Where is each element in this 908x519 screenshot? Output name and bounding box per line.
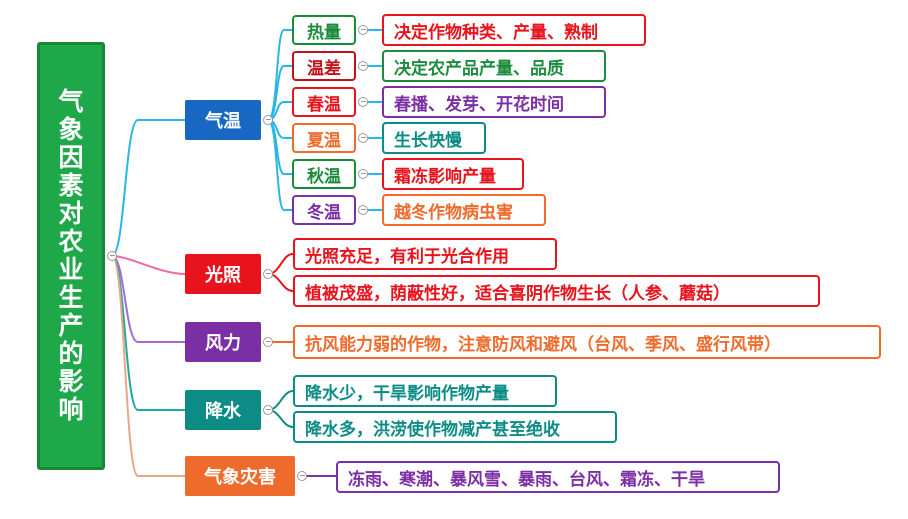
qiwen-key-wencha[interactable]: 温差: [292, 51, 356, 81]
qiwen-key-xiawen[interactable]: 夏温: [292, 123, 356, 153]
connector-root-zaihai: [111, 255, 185, 477]
qiwen-key-qiuwen[interactable]: 秋温: [292, 159, 356, 189]
fengli-item-1[interactable]: 抗风能力弱的作物，注意防风和避风（台风、季风、盛行风带）: [293, 325, 881, 359]
connector-root-qiwen: [111, 119, 185, 257]
collapse-toggle-chunwen[interactable]: [358, 97, 368, 107]
branch-fengli[interactable]: 风力: [185, 322, 261, 362]
collapse-toggle-qiwen[interactable]: [263, 115, 273, 125]
qiwen-desc-chunwen[interactable]: 春播、发芽、开花时间: [382, 86, 606, 118]
collapse-toggle-guangzhao[interactable]: [263, 269, 273, 279]
guangzhao-item-1[interactable]: 光照充足，有利于光合作用: [293, 238, 557, 270]
connector-qiwen-sub-5: [267, 119, 292, 211]
jiangshui-item-1[interactable]: 降水少，干旱影响作物产量: [293, 375, 557, 407]
branch-qiwen[interactable]: 气温: [185, 100, 261, 140]
guangzhao-item-2[interactable]: 植被茂盛，荫蔽性好，适合喜阴作物生长（人参、蘑菇）: [293, 275, 820, 307]
collapse-toggle-dongwen[interactable]: [358, 205, 368, 215]
branch-guangzhao[interactable]: 光照: [185, 254, 261, 294]
qiwen-key-chunwen[interactable]: 春温: [292, 87, 356, 117]
qiwen-desc-wencha[interactable]: 决定农产品产量、品质: [382, 50, 606, 82]
qiwen-key-reliang[interactable]: 热量: [292, 15, 356, 45]
root-topic[interactable]: 气象因素对农业生产的影响: [37, 42, 105, 470]
qiwen-key-dongwen[interactable]: 冬温: [292, 195, 356, 225]
collapse-toggle-jiangshui[interactable]: [263, 405, 273, 415]
collapse-toggle-xiawen[interactable]: [358, 133, 368, 143]
collapse-toggle-zaihai[interactable]: [297, 471, 307, 481]
qiwen-desc-xiawen[interactable]: 生长快慢: [382, 122, 486, 154]
collapse-toggle-wencha[interactable]: [358, 61, 368, 71]
connector-root-guangzhao: [111, 255, 186, 275]
collapse-toggle-qiuwen[interactable]: [358, 169, 368, 179]
collapse-toggle-fengli[interactable]: [263, 337, 273, 347]
jiangshui-item-2[interactable]: 降水多，洪涝使作物减产甚至绝收: [293, 411, 617, 443]
collapse-toggle-reliang[interactable]: [358, 25, 368, 35]
collapse-toggle-root[interactable]: [107, 251, 117, 261]
branch-zaihai[interactable]: 气象灾害: [185, 456, 295, 496]
qiwen-desc-qiuwen[interactable]: 霜冻影响产量: [382, 158, 524, 190]
qiwen-desc-reliang[interactable]: 决定作物种类、产量、熟制: [382, 14, 646, 46]
zaihai-item-1[interactable]: 冻雨、寒潮、暴风雪、暴雨、台风、霜冻、干旱: [336, 461, 780, 493]
branch-jiangshui[interactable]: 降水: [185, 390, 261, 430]
qiwen-desc-dongwen[interactable]: 越冬作物病虫害: [382, 194, 546, 226]
